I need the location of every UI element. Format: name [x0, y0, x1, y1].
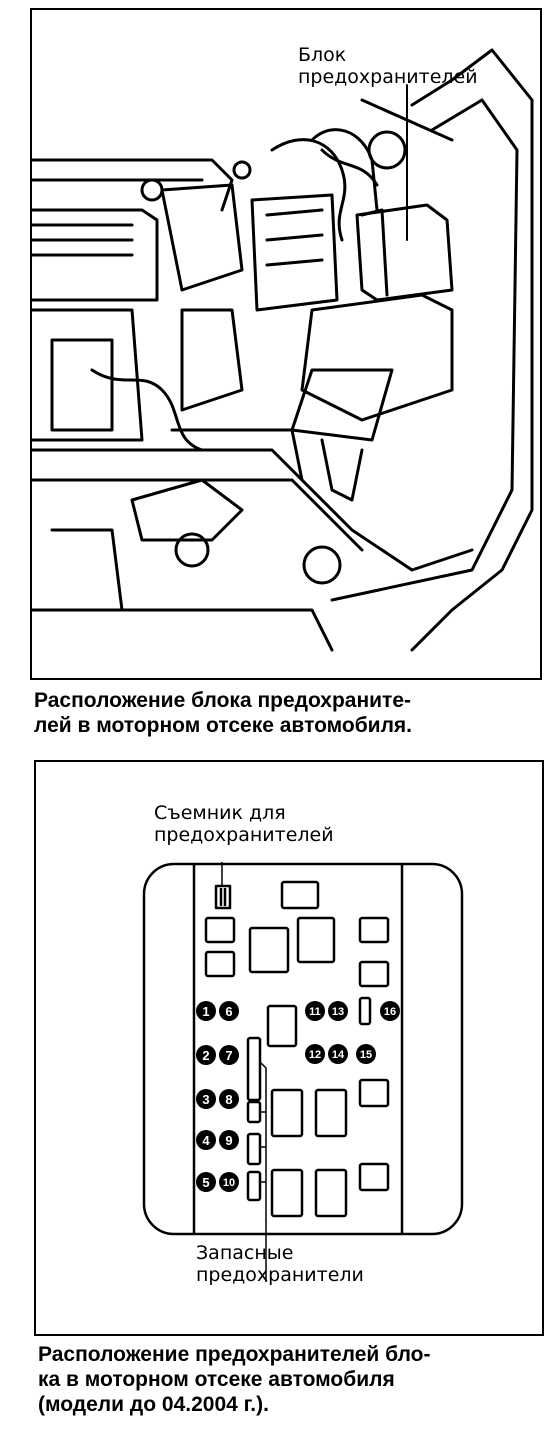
svg-text:8: 8	[225, 1092, 232, 1107]
fuse-15: 15	[356, 1044, 376, 1064]
figure2-caption-line2: ка в моторном отсеке автомобиля	[38, 1368, 395, 1391]
puller-label-line2: предохранителей	[154, 824, 334, 846]
figure1-caption: Расположение блока предохраните- лей в м…	[34, 688, 544, 738]
fuse-box-drawing: 1 6 2 7 3 8 4 9 5 10 11 13 16 12 14 15	[142, 862, 464, 1282]
svg-text:13: 13	[332, 1006, 344, 1018]
fuse-block-label-line2: предохранителей	[298, 66, 478, 88]
fuse-14: 14	[328, 1044, 348, 1064]
fuse-layout-figure: Съемник для предохранителей	[34, 760, 544, 1336]
svg-text:11: 11	[309, 1006, 321, 1018]
fuse-3: 3	[196, 1089, 216, 1109]
fuse-6: 6	[219, 1001, 239, 1021]
fuse-12: 12	[305, 1044, 325, 1064]
fuse-4: 4	[196, 1130, 216, 1150]
fuse-7: 7	[219, 1045, 239, 1065]
fuse-8: 8	[219, 1089, 239, 1109]
figure2-caption-line3: (модели до 04.2004 г.).	[38, 1393, 269, 1416]
fuse-9: 9	[219, 1130, 239, 1150]
svg-text:6: 6	[225, 1004, 232, 1019]
fuse-block-label: Блок предохранителей	[298, 44, 478, 88]
svg-text:3: 3	[202, 1092, 209, 1107]
spare-fuses-label: Запасные предохранители	[196, 1242, 364, 1286]
engine-bay-drawing	[30, 48, 534, 652]
figure1-caption-line1: Расположение блока предохраните-	[34, 689, 412, 712]
fuse-13: 13	[328, 1001, 348, 1021]
spare-fuses-label-line1: Запасные	[196, 1242, 294, 1264]
svg-text:10: 10	[223, 1177, 235, 1189]
spare-fuses-label-line2: предохранители	[196, 1264, 364, 1286]
puller-label-line1: Съемник для	[154, 802, 286, 824]
fuse-10: 10	[219, 1172, 239, 1192]
figure2-caption-line1: Расположение предохранителей бло-	[38, 1343, 431, 1366]
fuse-11: 11	[305, 1001, 325, 1021]
svg-text:7: 7	[225, 1048, 232, 1063]
svg-text:4: 4	[202, 1133, 210, 1148]
figure1-caption-line2: лей в моторном отсеке автомобиля.	[34, 714, 413, 737]
fuse-1: 1	[196, 1001, 216, 1021]
figure2-caption: Расположение предохранителей бло- ка в м…	[38, 1342, 544, 1417]
numbered-fuses: 1 6 2 7 3 8 4 9 5 10 11 13 16 12 14 15	[196, 1001, 400, 1192]
svg-text:16: 16	[384, 1006, 396, 1018]
fuse-2: 2	[196, 1045, 216, 1065]
svg-text:12: 12	[309, 1049, 321, 1061]
svg-text:2: 2	[202, 1048, 209, 1063]
svg-text:1: 1	[202, 1004, 209, 1019]
puller-label: Съемник для предохранителей	[154, 802, 334, 846]
fuse-block-label-line1: Блок	[298, 44, 347, 66]
svg-text:14: 14	[332, 1049, 345, 1061]
fuse-5: 5	[196, 1172, 216, 1192]
svg-text:15: 15	[360, 1049, 372, 1061]
svg-text:5: 5	[202, 1175, 209, 1190]
fuse-16: 16	[380, 1001, 400, 1021]
engine-bay-figure: Блок предохранителей	[30, 8, 542, 680]
svg-text:9: 9	[225, 1133, 232, 1148]
